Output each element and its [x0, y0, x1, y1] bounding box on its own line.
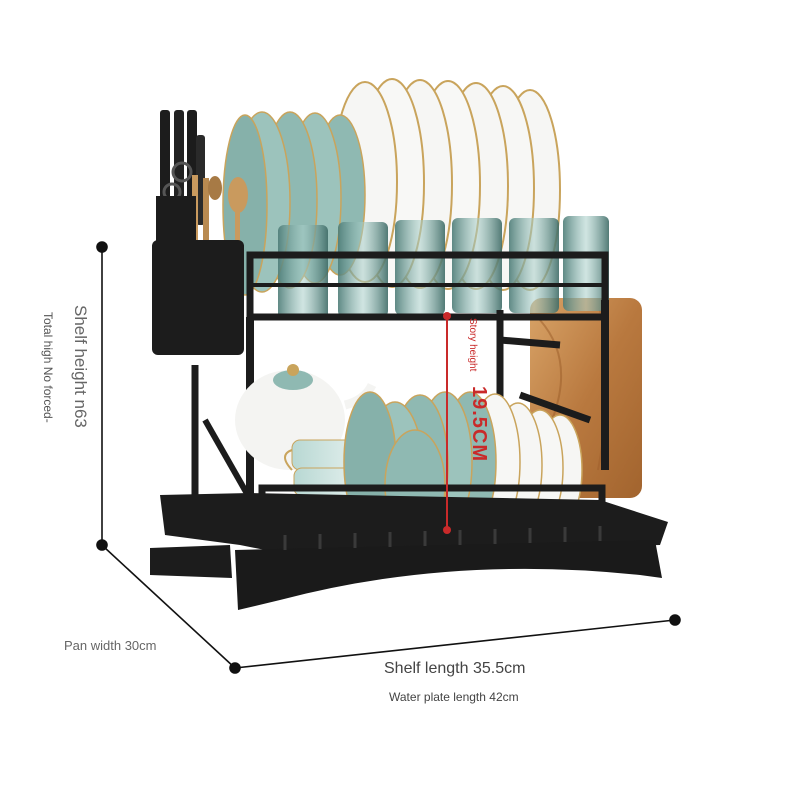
- water-plate-length-label: Water plate length 42cm: [389, 690, 519, 704]
- drip-tray: [150, 493, 668, 610]
- dimension-lines: [96, 241, 681, 674]
- cutlery-holder: [152, 196, 244, 355]
- story-height-label: Story height: [467, 318, 478, 372]
- glasses-row: [278, 216, 609, 320]
- shelf-height-label: Shelf height n63: [71, 305, 90, 428]
- total-high-label: Total high No forced-: [41, 312, 55, 423]
- story-height-value: 19.5CM: [468, 386, 490, 463]
- pan-width-label: Pan width 30cm: [64, 638, 157, 653]
- story-height-line: [443, 312, 451, 534]
- shelf-length-label: Shelf length 35.5cm: [384, 660, 526, 677]
